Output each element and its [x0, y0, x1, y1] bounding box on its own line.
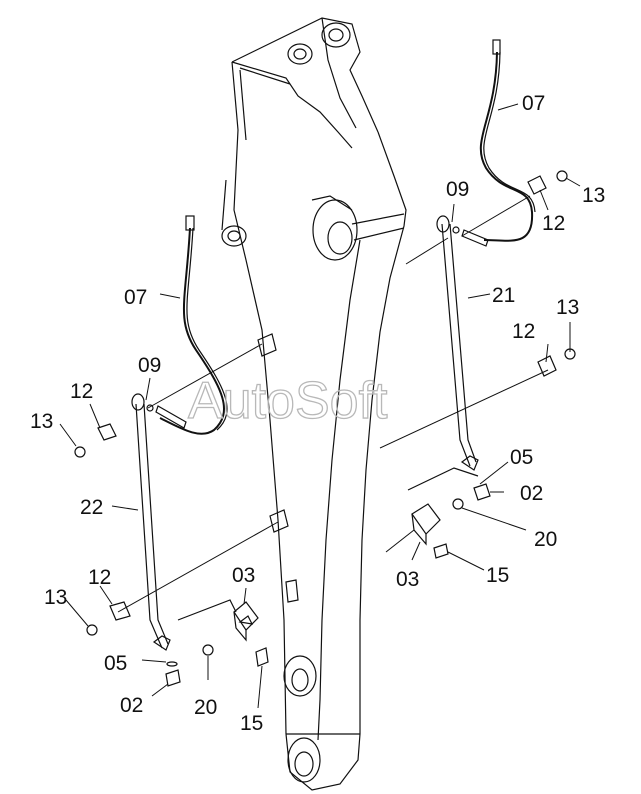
- callout-05-left: 05: [104, 652, 127, 675]
- callout-13-left-lower: 13: [44, 586, 67, 609]
- callout-12-left-upper: 12: [70, 380, 93, 403]
- callout-15-lower: 15: [240, 712, 263, 735]
- arm-body: [221, 17, 407, 791]
- callout-03-right: 03: [396, 568, 419, 591]
- callout-labels: 07 09 13 12 21 13 12 07 09 12 13 22 05 0…: [30, 92, 605, 735]
- callout-13-left-upper: 13: [30, 410, 53, 433]
- callout-15-right: 15: [486, 564, 509, 587]
- callout-03-lower: 03: [232, 564, 255, 587]
- tube-22: [131, 393, 171, 651]
- callout-12-mid-right: 12: [512, 320, 535, 343]
- callout-07-upper: 07: [522, 92, 545, 115]
- callout-12-top-right: 12: [542, 212, 565, 235]
- clamp-12-top-right: [527, 170, 568, 195]
- callout-05-right: 05: [510, 446, 533, 469]
- callout-12-left-lower: 12: [88, 566, 111, 589]
- callout-02-left: 02: [120, 694, 143, 717]
- callout-09-right: 09: [446, 178, 469, 201]
- callout-07-left: 07: [124, 286, 147, 309]
- callout-13-mid-right: 13: [556, 296, 579, 319]
- hose-07-left: [155, 215, 228, 435]
- callout-20-lower: 20: [194, 696, 217, 719]
- block-assembly-lower: [165, 579, 299, 687]
- tube-21: [436, 215, 479, 471]
- block-assembly-right: [407, 467, 491, 559]
- callout-22: 22: [80, 496, 103, 519]
- hose-07-upper: [461, 39, 536, 247]
- callout-02-right: 02: [520, 482, 543, 505]
- clamp-12-left-upper: [74, 423, 117, 458]
- callout-09-left: 09: [138, 354, 161, 377]
- callout-13-top-right: 13: [582, 184, 605, 207]
- callout-20-right: 20: [534, 528, 557, 551]
- callout-21: 21: [492, 284, 515, 307]
- leader-lines: [59, 103, 581, 709]
- arm-brackets: [257, 333, 289, 533]
- clamp-12-left-lower: [86, 601, 131, 636]
- watermark-text: AutoSoft: [188, 372, 388, 430]
